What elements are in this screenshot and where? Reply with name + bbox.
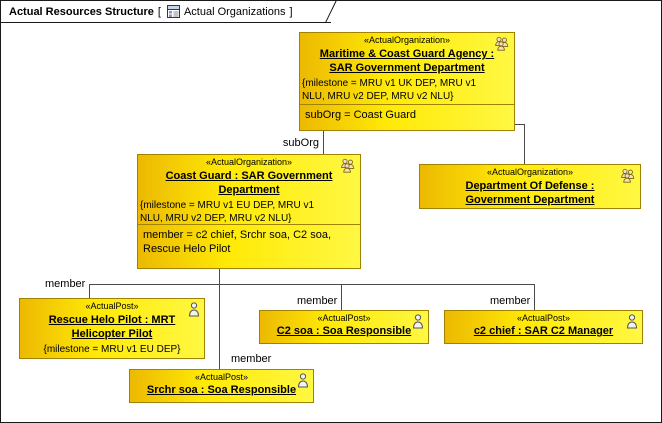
stereotype: «ActualPost» <box>85 301 139 311</box>
stereotype: «ActualOrganization» <box>486 167 574 177</box>
milestone-tags: {milestone = MRU v1 EU DEP} <box>20 341 204 356</box>
person-icon <box>297 373 309 393</box>
diagram-title: Actual Resources Structure <box>9 5 154 18</box>
edge-member-bus <box>89 284 535 285</box>
stereotype: «ActualOrganization» <box>205 157 293 167</box>
edge-member-trunk <box>219 269 220 369</box>
edge-label-member-c2soa: member <box>297 295 338 307</box>
edge-suborg-dod-h <box>515 124 525 125</box>
diagram-context-name: Actual Organizations <box>183 5 286 18</box>
node-name: Srchr soa : Soa Responsible <box>146 384 297 396</box>
organization-icon <box>619 168 636 188</box>
bracket-close: ] <box>289 5 293 18</box>
node-department-of-defense[interactable]: «ActualOrganization» Department Of Defen… <box>419 164 641 209</box>
suborg-compartment: subOrg = Coast Guard <box>300 104 514 130</box>
organization-icon <box>339 158 356 178</box>
edge-label-suborg: subOrg <box>282 137 319 149</box>
table-diagram-icon <box>166 4 181 19</box>
edge-member-rescue <box>89 284 90 298</box>
node-name: Maritime & Coast Guard Agency : SAR Gove… <box>319 48 495 74</box>
stereotype: «ActualPost» <box>194 372 249 382</box>
bracket-open: [ <box>157 5 161 18</box>
milestone-line: NLU, MRU v2 DEP, MRU v2 NLU} <box>302 91 454 102</box>
edge-label-member-rescue: member <box>45 278 86 290</box>
edge-label-member-c2chief: member <box>490 295 531 307</box>
edge-member-c2soa <box>341 284 342 310</box>
milestone-line: {milestone = MRU v1 EU DEP} <box>43 344 181 355</box>
edge-member-c2chief <box>534 284 535 310</box>
milestone-tags: {milestone = MRU v1 EU DEP, MRU v1 NLU, … <box>138 197 360 225</box>
stereotype: «ActualOrganization» <box>363 35 451 45</box>
stereotype: «ActualPost» <box>317 313 371 323</box>
node-name: Rescue Helo Pilot : MRT Helicopter Pilot <box>48 314 176 340</box>
person-icon <box>412 314 424 334</box>
node-name: Department Of Defense : Government Depar… <box>465 180 595 206</box>
node-c2-soa[interactable]: «ActualPost» C2 soa : Soa Responsible <box>259 310 429 344</box>
node-name: C2 soa : Soa Responsible <box>276 325 412 337</box>
node-c2-chief[interactable]: «ActualPost» c2 chief : SAR C2 Manager <box>444 310 643 344</box>
milestone-line: NLU, MRU v2 DEP, MRU v2 NLU} <box>140 213 292 224</box>
milestone-line: {milestone = MRU v1 UK DEP, MRU v1 <box>302 78 477 89</box>
tab-diagonal-edge <box>325 0 337 23</box>
organization-icon <box>493 36 510 56</box>
node-coast-guard[interactable]: «ActualOrganization» Coast Guard : SAR G… <box>137 154 361 269</box>
node-rescue-helo-pilot[interactable]: «ActualPost» Rescue Helo Pilot : MRT Hel… <box>19 298 205 359</box>
edge-suborg-coastguard <box>323 131 324 154</box>
node-srchr-soa[interactable]: «ActualPost» Srchr soa : Soa Responsible <box>129 369 314 403</box>
person-icon <box>188 302 200 322</box>
node-name: c2 chief : SAR C2 Manager <box>473 325 614 337</box>
milestone-tags: {milestone = MRU v1 UK DEP, MRU v1 NLU, … <box>300 75 514 103</box>
edge-suborg-dod-v <box>524 124 525 164</box>
person-icon <box>626 314 638 334</box>
milestone-line: {milestone = MRU v1 EU DEP, MRU v1 <box>140 200 315 211</box>
stereotype: «ActualPost» <box>516 313 571 323</box>
member-compartment: member = c2 chief, Srchr soa, C2 soa, Re… <box>138 224 360 268</box>
node-name: Coast Guard : SAR Government Department <box>165 170 333 196</box>
diagram-frame-header: Actual Resources Structure [ Actual Orga… <box>1 0 337 23</box>
edge-label-member-srchr: member <box>231 353 272 365</box>
node-maritime-coast-guard-agency[interactable]: «ActualOrganization» Maritime & Coast Gu… <box>299 32 515 131</box>
